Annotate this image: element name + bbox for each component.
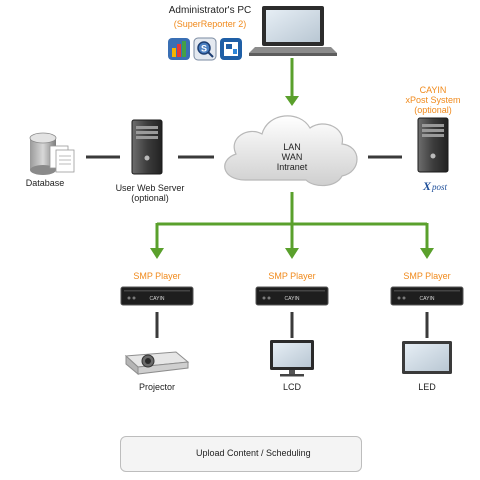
smp-player-2-icon [255,286,329,306]
admin-pc-title: Administrator's PC [168,5,252,16]
chart-app-icon [168,38,190,60]
pc-to-cloud-arrowhead [285,96,299,106]
admin-pc-subtitle: (SuperReporter 2) [173,19,247,29]
upload-arrows [150,58,434,259]
web-server-note: (optional) [131,193,169,203]
lcd-monitor-icon [270,340,314,377]
search-app-icon: S [193,37,217,61]
xpost-label-brand: CAYIN [419,85,447,95]
network-cloud-icon [224,115,358,187]
connection-lines [86,155,429,338]
xpost-server-icon [417,117,449,173]
xpost-label-system: xPost System [405,95,461,105]
smp-player-2-label: SMP Player [268,271,316,281]
network-label-intranet: Intranet [276,162,308,172]
branch-1-arrowhead [150,248,164,259]
web-server-icon [131,119,163,175]
smp-player-3-icon [390,286,464,306]
laptop-icon [249,6,337,56]
database-icon [29,132,75,175]
xpost-label-optional: (optional) [414,105,452,115]
player-3-brand: CAYIN [420,296,435,302]
projector-label: Projector [138,382,175,392]
branch-2-arrowhead [285,248,299,259]
player-2-brand: CAYIN [285,296,300,302]
web-server-label: User Web Server [115,183,185,193]
smp-player-1-label: SMP Player [133,271,181,281]
projector-icon [124,351,190,376]
lcd-label: LCD [282,382,301,392]
svg-text:S: S [201,44,207,54]
branch-3-arrowhead [420,248,434,259]
legend-label: Upload Content / Scheduling [196,448,311,458]
smp-player-3-label: SMP Player [403,271,451,281]
led-display-icon [402,341,452,374]
svg-text:X: X [422,179,432,193]
network-label-wan: WAN [281,152,303,162]
player-1-brand: CAYIN [150,296,165,302]
xpost-logo-icon: X post [422,179,448,193]
report-app-icon [220,38,242,60]
legend-box [120,436,362,472]
network-label-lan: LAN [283,142,301,152]
database-label: Database [25,178,65,188]
svg-text:post: post [431,182,448,192]
led-label: LED [418,382,436,392]
smp-player-1-icon [120,286,194,306]
